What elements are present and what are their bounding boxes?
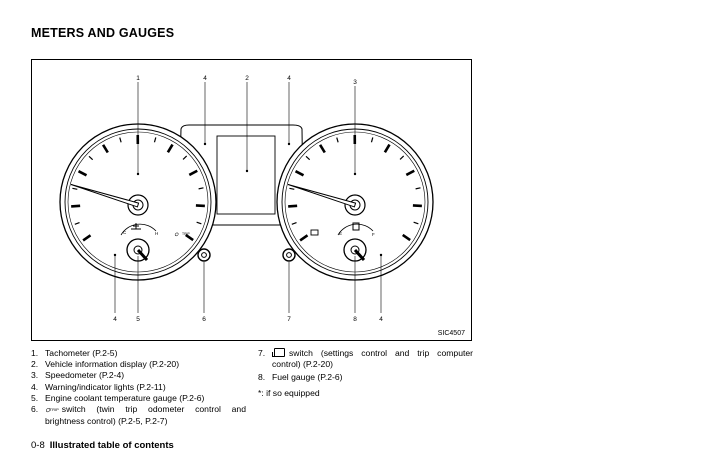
leader-lines [114, 82, 382, 313]
callout-6: 6 [202, 316, 206, 323]
callout-4c: 4 [113, 316, 117, 323]
instrument-cluster-figure: C H E F ഠ TRIP [31, 59, 472, 341]
settings-switch [282, 248, 296, 262]
svg-text:ഠ: ഠ [174, 232, 179, 238]
fuel-mark-e: E [339, 231, 342, 236]
legend-item-2: 2.Vehicle information display (P.2-20) [31, 359, 180, 370]
trip-icon-label: TRIP [182, 232, 190, 236]
legend-item-1: 1.Tachometer (P.2-5) [31, 348, 118, 358]
callouts: 1 4 2 4 3 4 5 6 7 8 4 [113, 75, 383, 323]
legend-note: *: if so equipped [258, 387, 320, 398]
legend-item-5: 5.Engine coolant temperature gauge (P.2-… [31, 392, 205, 403]
callout-1: 1 [136, 75, 140, 82]
callout-4a: 4 [203, 75, 207, 82]
legend-column-1: 1.Tachometer (P.2-5) 2.Vehicle informati… [31, 348, 246, 427]
legend-item-4: 4.Warning/indicator lights (P.2-11) [31, 381, 166, 392]
indicator-dot [245, 169, 249, 173]
legend-item-7: 7.switch (settings control and trip comp… [258, 348, 473, 370]
coolant-mark-h: H [155, 231, 158, 236]
callout-7: 7 [287, 316, 291, 323]
indicator-dot [353, 172, 357, 176]
callout-3: 3 [353, 79, 357, 86]
callout-8: 8 [353, 316, 357, 323]
legend-item-8: 8.Fuel gauge (P.2-6) [258, 372, 343, 383]
section-title: Illustrated table of contents [49, 440, 174, 451]
trip-icon-on-dial: ഠ TRIP [174, 232, 190, 238]
page-number: 0-8 [31, 440, 45, 451]
legend-item-3: 3.Speedometer (P.2-4) [31, 370, 125, 381]
page-footer: 0-8 Illustrated table of contents [31, 440, 174, 451]
indicator-dot [203, 142, 207, 146]
trip-switch [197, 248, 211, 262]
vehicle-info-display [216, 135, 276, 215]
callout-5: 5 [136, 316, 140, 323]
indicator-dot [136, 172, 140, 176]
indicator-dot [287, 142, 291, 146]
settings-switch-icon [272, 348, 285, 357]
coolant-gauge: C H [120, 223, 158, 262]
indicator-dot [379, 253, 383, 257]
indicator-dot [113, 253, 117, 257]
fuel-mark-f: F [372, 232, 375, 237]
callout-4d: 4 [379, 316, 383, 323]
coolant-mark-c: C [123, 230, 127, 235]
page-heading: METERS AND GAUGES [31, 26, 175, 40]
callout-2: 2 [245, 75, 249, 82]
callout-4b: 4 [287, 75, 291, 82]
speedometer-gauge [276, 123, 434, 281]
trip-switch-icon: ഠTRIP [45, 407, 59, 415]
settings-icon-on-dial [310, 229, 319, 236]
figure-code: SIC4507 [438, 330, 465, 337]
legend-column-2: 7.switch (settings control and trip comp… [258, 348, 473, 399]
